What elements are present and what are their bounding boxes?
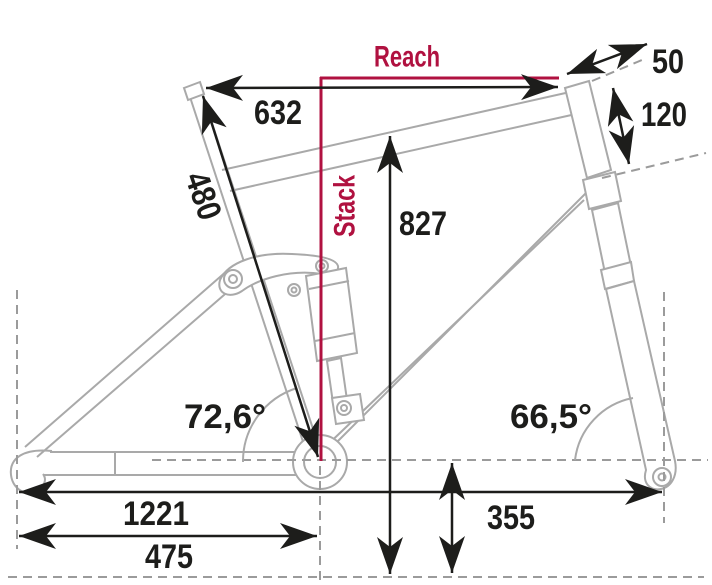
dim-480-arrow bbox=[201, 95, 320, 458]
headtube-bottom-guide bbox=[601, 152, 707, 179]
seat-angle-label: 72,6° bbox=[184, 398, 266, 436]
fork-lowers bbox=[604, 279, 677, 491]
dim-480-label: 480 bbox=[177, 167, 229, 225]
dim-120-arrow bbox=[607, 87, 635, 165]
head-angle-label: 66,5° bbox=[510, 398, 592, 436]
dim-1221-label: 1221 bbox=[123, 495, 189, 533]
head-angle-arc bbox=[574, 397, 634, 461]
dimension-arrows bbox=[19, 42, 662, 574]
dim-50-label: 50 bbox=[652, 43, 684, 81]
dim-827-label: 827 bbox=[399, 205, 447, 243]
dim-50-arrow bbox=[566, 42, 648, 76]
front-axle bbox=[652, 467, 672, 487]
head-tube bbox=[563, 79, 613, 180]
fork-stanchion bbox=[590, 201, 633, 275]
fork-crown bbox=[581, 170, 623, 211]
dim-355-label: 355 bbox=[487, 499, 535, 537]
rear-shock bbox=[304, 266, 359, 363]
stack-label: Stack bbox=[329, 175, 362, 237]
dim-632-arrow bbox=[205, 74, 559, 101]
dim-632-label: 632 bbox=[254, 94, 302, 132]
dim-475-label: 475 bbox=[145, 538, 193, 576]
dim-120-label: 120 bbox=[641, 96, 687, 134]
reach-label: Reach bbox=[374, 41, 440, 74]
headtube-top-guide bbox=[591, 59, 643, 82]
seatpost-head bbox=[182, 80, 206, 102]
